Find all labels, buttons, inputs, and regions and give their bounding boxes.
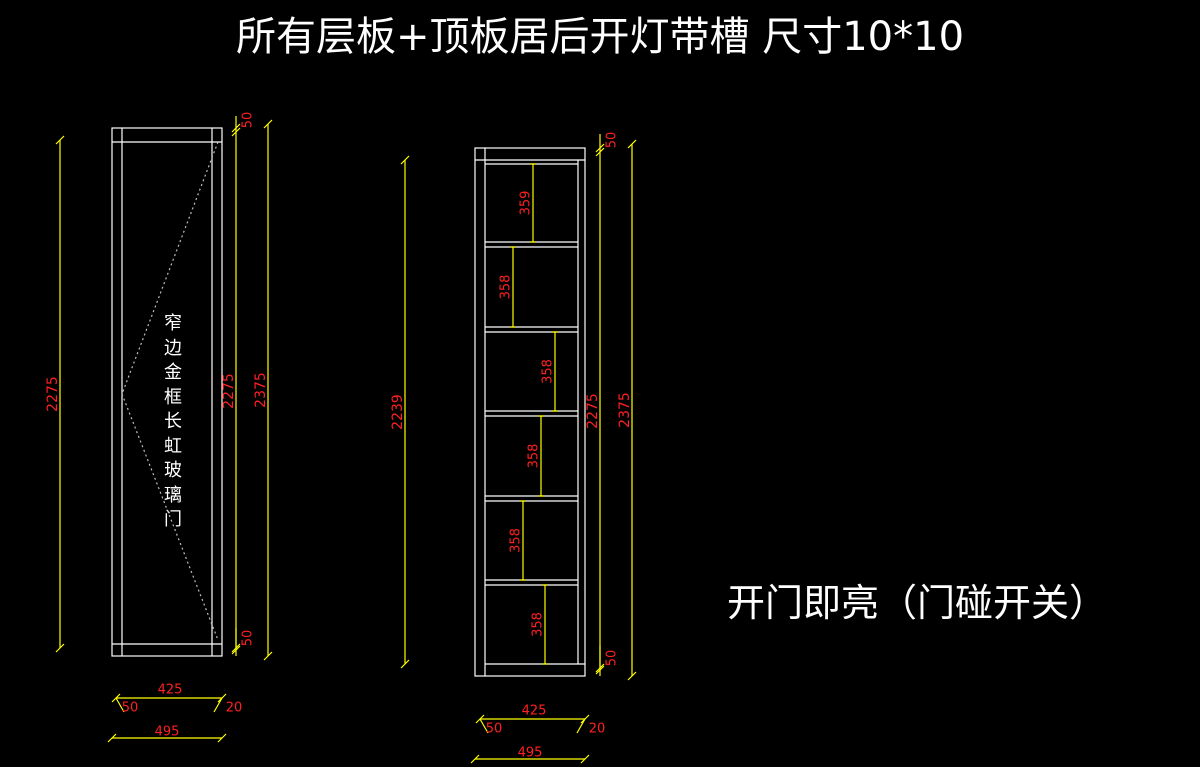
left-cabinet: 2275 2275 2375 50 50 425 50 20 495 bbox=[45, 112, 273, 743]
dimension-line bbox=[576, 718, 586, 734]
dimension-value: 20 bbox=[226, 701, 243, 716]
dimension-value: 50 bbox=[122, 701, 139, 716]
dimension-tick bbox=[475, 714, 485, 724]
door-label-char: 长 bbox=[164, 411, 182, 432]
dimension-tick bbox=[580, 754, 590, 764]
door-swing-line bbox=[121, 393, 219, 641]
dimension-value: 50 bbox=[241, 112, 256, 129]
dimension-value: 2275 bbox=[585, 393, 601, 429]
dimension-value: 50 bbox=[605, 132, 620, 149]
dimension-value: 358 bbox=[509, 528, 524, 553]
door-label-char: 虹 bbox=[164, 435, 182, 457]
door-label-char: 边 bbox=[164, 337, 182, 359]
dimension-line bbox=[213, 697, 223, 713]
dimension-line bbox=[479, 718, 489, 734]
dimension-tick bbox=[55, 135, 65, 145]
dimension-value: 2375 bbox=[617, 392, 633, 428]
dimension-value: 50 bbox=[605, 650, 620, 667]
door-label-char: 门 bbox=[164, 509, 182, 530]
dimension-tick bbox=[400, 659, 410, 669]
dimension-tick bbox=[231, 643, 241, 653]
dimension-value: 2275 bbox=[221, 373, 237, 409]
dimension-tick bbox=[627, 671, 637, 681]
dimension-value: 2275 bbox=[45, 376, 61, 412]
dimension-value: 50 bbox=[486, 722, 503, 737]
right-cabinet: 359 358 358 358 358 358 2239 2275 2375 50 50 425 50 2… bbox=[390, 132, 637, 764]
dimension-value: 20 bbox=[589, 722, 606, 737]
dimension-value: 359 bbox=[519, 191, 534, 216]
dimension-tick bbox=[107, 733, 117, 743]
dimension-value: 358 bbox=[541, 359, 556, 384]
dimension-tick bbox=[627, 139, 637, 149]
drawing-title: 所有层板+顶板居后开灯带槽 尺寸10*10 bbox=[236, 14, 965, 60]
dimension-value: 425 bbox=[522, 704, 547, 719]
dimension-tick bbox=[217, 733, 227, 743]
glass-door-label: 窄边金框长虹玻璃门 bbox=[160, 312, 186, 533]
dimension-tick bbox=[595, 143, 605, 153]
dimension-value: 495 bbox=[518, 746, 543, 761]
dimension-value: 358 bbox=[531, 612, 546, 637]
dimension-value: 358 bbox=[527, 444, 542, 469]
cabinet-outer-frame bbox=[111, 127, 223, 657]
door-label-char: 金 bbox=[164, 362, 182, 383]
dimension-tick bbox=[263, 119, 273, 129]
dimension-value: 2375 bbox=[253, 372, 269, 408]
dimension-line bbox=[115, 697, 125, 713]
dimension-tick bbox=[231, 123, 241, 133]
dimension-tick bbox=[400, 155, 410, 165]
dimension-value: 2239 bbox=[390, 394, 406, 430]
door-swing-line bbox=[121, 141, 219, 395]
dimension-tick bbox=[217, 693, 227, 703]
dimension-tick bbox=[55, 643, 65, 653]
dimension-tick bbox=[580, 714, 590, 724]
dimension-value: 358 bbox=[499, 275, 514, 300]
dimension-tick bbox=[595, 663, 605, 673]
dimension-value: 425 bbox=[158, 683, 183, 698]
door-switch-note: 开门即亮（门碰开关） bbox=[727, 581, 1108, 625]
door-label-char: 玻 bbox=[164, 460, 182, 481]
dimension-value: 50 bbox=[241, 630, 256, 647]
dimension-value: 495 bbox=[155, 725, 180, 740]
door-label-char: 璃 bbox=[164, 484, 182, 506]
door-label-char: 框 bbox=[164, 386, 182, 408]
dimension-tick bbox=[111, 693, 121, 703]
dimension-tick bbox=[263, 651, 273, 661]
cabinet-outer-frame bbox=[474, 147, 586, 677]
door-label-char: 窄 bbox=[164, 313, 182, 334]
dimension-tick bbox=[470, 754, 480, 764]
